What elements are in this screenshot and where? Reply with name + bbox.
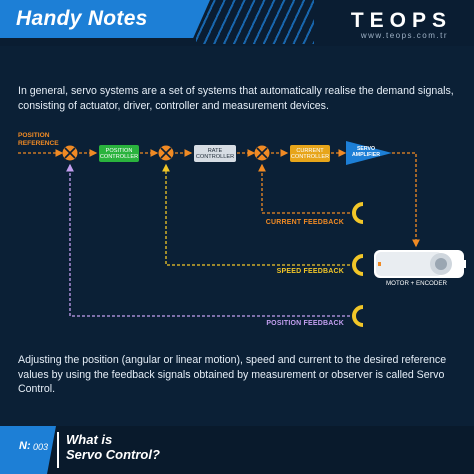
speed-sensor-icon — [352, 254, 364, 276]
position-sensor-icon — [352, 305, 364, 327]
current-sensor-icon — [352, 202, 364, 224]
speed-feedback-label: SPEED FEEDBACK — [276, 268, 344, 275]
position-controller-block: POSITION CONTROLLER — [99, 145, 139, 162]
note-number: 003 — [33, 442, 49, 452]
brand-logo: TEOPS — [350, 9, 452, 32]
header-band: Handy Notes TEOPS www.teops.com.tr — [0, 0, 474, 46]
conclusion-paragraph: Adjusting the position (angular or linea… — [18, 354, 447, 395]
position-feedback-label: POSITION FEEDBACK — [266, 320, 344, 327]
position-reference-label: POSITION REFERENCE — [18, 132, 59, 147]
page-title: Handy Notes — [16, 7, 148, 30]
arrow-to-motor — [392, 152, 420, 248]
header-stripes — [196, 0, 314, 44]
current-feedback-line — [258, 163, 350, 214]
summing-junction-2 — [158, 145, 174, 161]
forward-path — [18, 149, 420, 248]
rate-controller-block: RATE CONTROLLER — [194, 145, 236, 162]
note-title: What is Servo Control? — [66, 432, 160, 462]
note-number-prefix: N: — [19, 440, 31, 452]
header-accent — [0, 0, 210, 38]
footer-divider — [57, 432, 59, 468]
footer-band — [0, 426, 474, 474]
current-feedback-label: CURRENT FEEDBACK — [265, 219, 344, 226]
speed-feedback-line — [162, 163, 350, 266]
summing-junction-1 — [62, 145, 78, 161]
summing-junction-3 — [254, 145, 270, 161]
brand-url: www.teops.com.tr — [360, 31, 448, 40]
position-feedback-line — [66, 163, 350, 317]
servo-amplifier-label: SERVO AMPLIFIER — [352, 146, 380, 158]
intro-paragraph: In general, servo systems are a set of s… — [18, 85, 454, 112]
footer-accent — [0, 426, 56, 474]
motor-icon — [374, 250, 466, 278]
servo-amplifier-shape — [346, 141, 392, 165]
motor-encoder-label: MOTOR + ENCODER — [386, 280, 447, 287]
current-controller-block: CURRENT CONTROLLER — [290, 145, 330, 162]
